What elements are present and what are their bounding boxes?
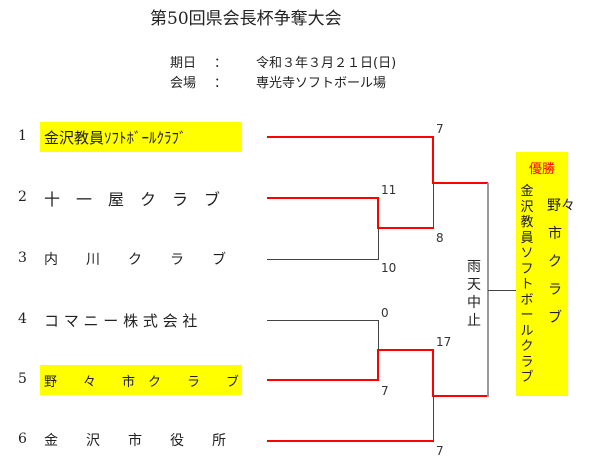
bracket-line-team2 bbox=[267, 197, 379, 199]
bracket-r1-top-upper-vertical bbox=[377, 197, 379, 228]
seed-2: 2 bbox=[18, 189, 27, 205]
bracket-line-team1 bbox=[267, 136, 434, 138]
team-2: 十 一 屋 ク ラ ブ bbox=[40, 183, 242, 213]
champion-box: 優勝 金沢教員ソフトボールクラブ 野々市クラブ bbox=[516, 152, 575, 396]
team-5-name: 野 々 市 ク ラ ブ bbox=[44, 374, 240, 390]
team-3: 内 川 ク ラ ブ bbox=[40, 244, 242, 274]
score-semi-top-winner23: 8 bbox=[436, 231, 444, 245]
bracket-r1-top-lower-vertical bbox=[378, 228, 379, 259]
team-4: コ マ ニ ー 株 式 会 社 bbox=[40, 305, 242, 335]
score-r1-team4: 0 bbox=[381, 306, 389, 320]
bracket-line-team4 bbox=[267, 320, 379, 321]
tournament-title: 第50回県会長杯争奪大会 bbox=[150, 9, 342, 29]
venue-row: 会場 ： 専光寺ソフトボール場 bbox=[170, 72, 470, 91]
seed-1: 1 bbox=[18, 128, 27, 144]
date-row: 期日 ： 令和３年３月２１日(日) bbox=[170, 52, 470, 71]
date-value: 令和３年３月２１日(日) bbox=[256, 56, 397, 71]
team-6: 金 沢 市 役 所 bbox=[40, 425, 242, 455]
score-r1-team3: 10 bbox=[381, 261, 397, 275]
bracket-final-to-champion-line bbox=[488, 290, 517, 291]
bracket-r1-bottom-upper-vertical bbox=[378, 320, 379, 350]
venue-colon: ： bbox=[214, 76, 228, 91]
bracket-semi-top-lower-vertical bbox=[433, 183, 434, 228]
bracket-semi-top-winner-line bbox=[432, 182, 488, 184]
champion-team-2: 野々市クラブ bbox=[547, 198, 575, 326]
bracket-line-team3 bbox=[267, 259, 379, 260]
team-3-name: 内 川 ク ラ ブ bbox=[44, 252, 226, 268]
seed-5: 5 bbox=[18, 371, 27, 387]
final-rain-cancelled-note: 雨天中止 bbox=[467, 259, 481, 329]
bracket-line-team5 bbox=[267, 379, 379, 381]
team-2-name: 十 一 屋 ク ラ ブ bbox=[44, 190, 221, 209]
team-4-name: コ マ ニ ー 株 式 会 社 bbox=[44, 311, 198, 330]
bracket-line-team6 bbox=[267, 440, 434, 442]
team-5: 野 々 市 ク ラ ブ bbox=[40, 365, 242, 395]
bracket-semi-bottom-winner-line bbox=[432, 395, 488, 397]
venue-label: 会場 bbox=[170, 76, 197, 91]
seed-3: 3 bbox=[18, 250, 27, 266]
bracket-semi-top-upper-vertical bbox=[432, 136, 434, 183]
team-1: 金沢教員ｿﾌﾄﾎﾞｰﾙｸﾗﾌﾞ bbox=[40, 122, 242, 152]
team-1-name: 金沢教員ｿﾌﾄﾎﾞｰﾙｸﾗﾌﾞ bbox=[44, 128, 187, 147]
date-colon: ： bbox=[214, 56, 228, 71]
champion-label: 優勝 bbox=[528, 162, 555, 177]
score-r1-team2: 11 bbox=[381, 183, 397, 197]
bracket-semi-bottom-lower-vertical bbox=[433, 396, 434, 441]
bracket-semi-bottom-upper-vertical bbox=[432, 349, 434, 396]
bracket-r1-bottom-lower-vertical bbox=[377, 350, 379, 381]
seed-6: 6 bbox=[18, 431, 27, 447]
score-r1-team5: 7 bbox=[381, 384, 389, 398]
seed-4: 4 bbox=[18, 311, 27, 327]
venue-value: 専光寺ソフトボール場 bbox=[256, 76, 387, 91]
champion-team-1: 金沢教員ソフトボールクラブ bbox=[520, 184, 534, 385]
bracket-r1-bottom-winner-line bbox=[377, 349, 434, 351]
score-semi-top-team1: 7 bbox=[436, 122, 444, 136]
score-semi-bottom-team6: 7 bbox=[436, 444, 444, 458]
bracket-r1-top-winner-line bbox=[377, 227, 434, 229]
team-6-name: 金 沢 市 役 所 bbox=[44, 433, 226, 449]
score-semi-bottom-winner45: 17 bbox=[436, 335, 452, 349]
date-label: 期日 bbox=[170, 56, 197, 71]
